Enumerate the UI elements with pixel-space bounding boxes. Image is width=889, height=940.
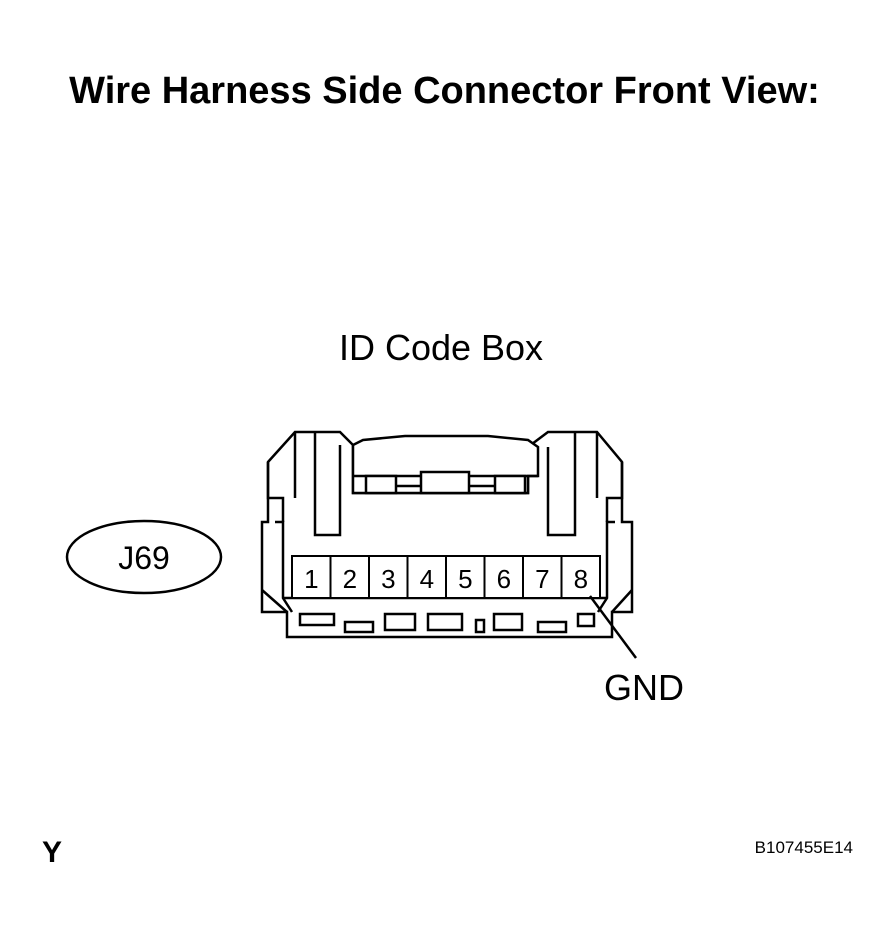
pin-cavity-1 bbox=[291, 555, 332, 599]
gnd-callout-label: GND bbox=[604, 667, 684, 708]
pin-number-2: 2 bbox=[343, 564, 357, 594]
bottom-keys bbox=[298, 612, 596, 634]
pin-number-3: 3 bbox=[381, 564, 395, 594]
connector-housing bbox=[260, 430, 634, 639]
pin-number-7: 7 bbox=[535, 564, 549, 594]
bottom-key bbox=[536, 620, 568, 634]
top-tab-right bbox=[493, 474, 527, 495]
bottom-key bbox=[474, 618, 486, 634]
connector-code-label: J69 bbox=[118, 540, 170, 576]
bottom-key bbox=[298, 612, 336, 627]
footer-left-mark: Y bbox=[42, 836, 63, 869]
corner-bevels bbox=[261, 589, 633, 613]
bottom-key bbox=[492, 612, 524, 632]
pin-number-4: 4 bbox=[420, 564, 434, 594]
diagram-title: Wire Harness Side Connector Front View: bbox=[69, 70, 820, 112]
pin-cavity-2 bbox=[329, 555, 370, 599]
pin-number-1: 1 bbox=[304, 564, 318, 594]
bottom-key bbox=[426, 612, 464, 632]
pin-cavity-5 bbox=[445, 555, 486, 599]
bottom-key bbox=[576, 612, 596, 628]
top-tab-mid bbox=[419, 470, 471, 495]
bottom-key bbox=[383, 612, 417, 632]
connector-code-badge: J69 bbox=[65, 519, 223, 595]
left-tower-detail bbox=[266, 432, 342, 537]
right-tower-detail bbox=[546, 432, 624, 537]
pin-number-8: 8 bbox=[574, 564, 588, 594]
pin-number-5: 5 bbox=[458, 564, 472, 594]
pin-cavity-3 bbox=[368, 555, 409, 599]
figure-code: B107455E14 bbox=[754, 838, 853, 857]
connector-code-ellipse bbox=[65, 519, 223, 595]
gnd-leader-line bbox=[588, 595, 638, 659]
pin-cavity-8 bbox=[560, 555, 601, 599]
top-tab-left bbox=[364, 474, 398, 495]
component-label: ID Code Box bbox=[339, 327, 543, 368]
pin-number-6: 6 bbox=[497, 564, 511, 594]
bottom-key bbox=[343, 620, 375, 634]
